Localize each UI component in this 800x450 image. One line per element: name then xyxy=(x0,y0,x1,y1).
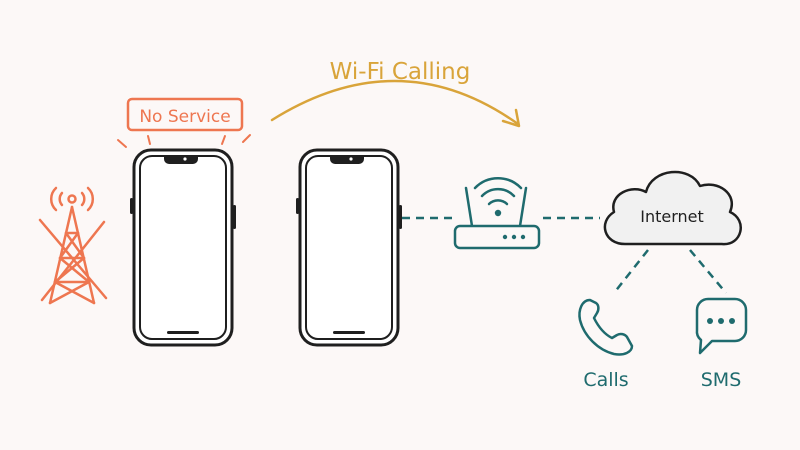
calls-label: Calls xyxy=(583,369,628,391)
no-service-badge: No Service xyxy=(117,97,251,148)
phone-handset-icon xyxy=(578,298,634,356)
no-service-label: No Service xyxy=(139,107,230,127)
chat-bubble-icon xyxy=(695,297,748,355)
sms-label: SMS xyxy=(701,369,742,391)
phone-no-service xyxy=(130,148,236,347)
internet-label: Internet xyxy=(640,207,704,226)
link-internet-calls xyxy=(613,249,649,294)
link-internet-sms xyxy=(689,249,727,294)
alert-spark-icon xyxy=(117,134,251,148)
phone-wifi-calling xyxy=(296,148,402,347)
cloud-icon: Internet xyxy=(603,170,742,246)
cell-tower-crossed-icon xyxy=(38,186,108,305)
wifi-calling-arrow: Wi-Fi Calling xyxy=(270,59,521,128)
wifi-router-icon xyxy=(453,177,541,250)
